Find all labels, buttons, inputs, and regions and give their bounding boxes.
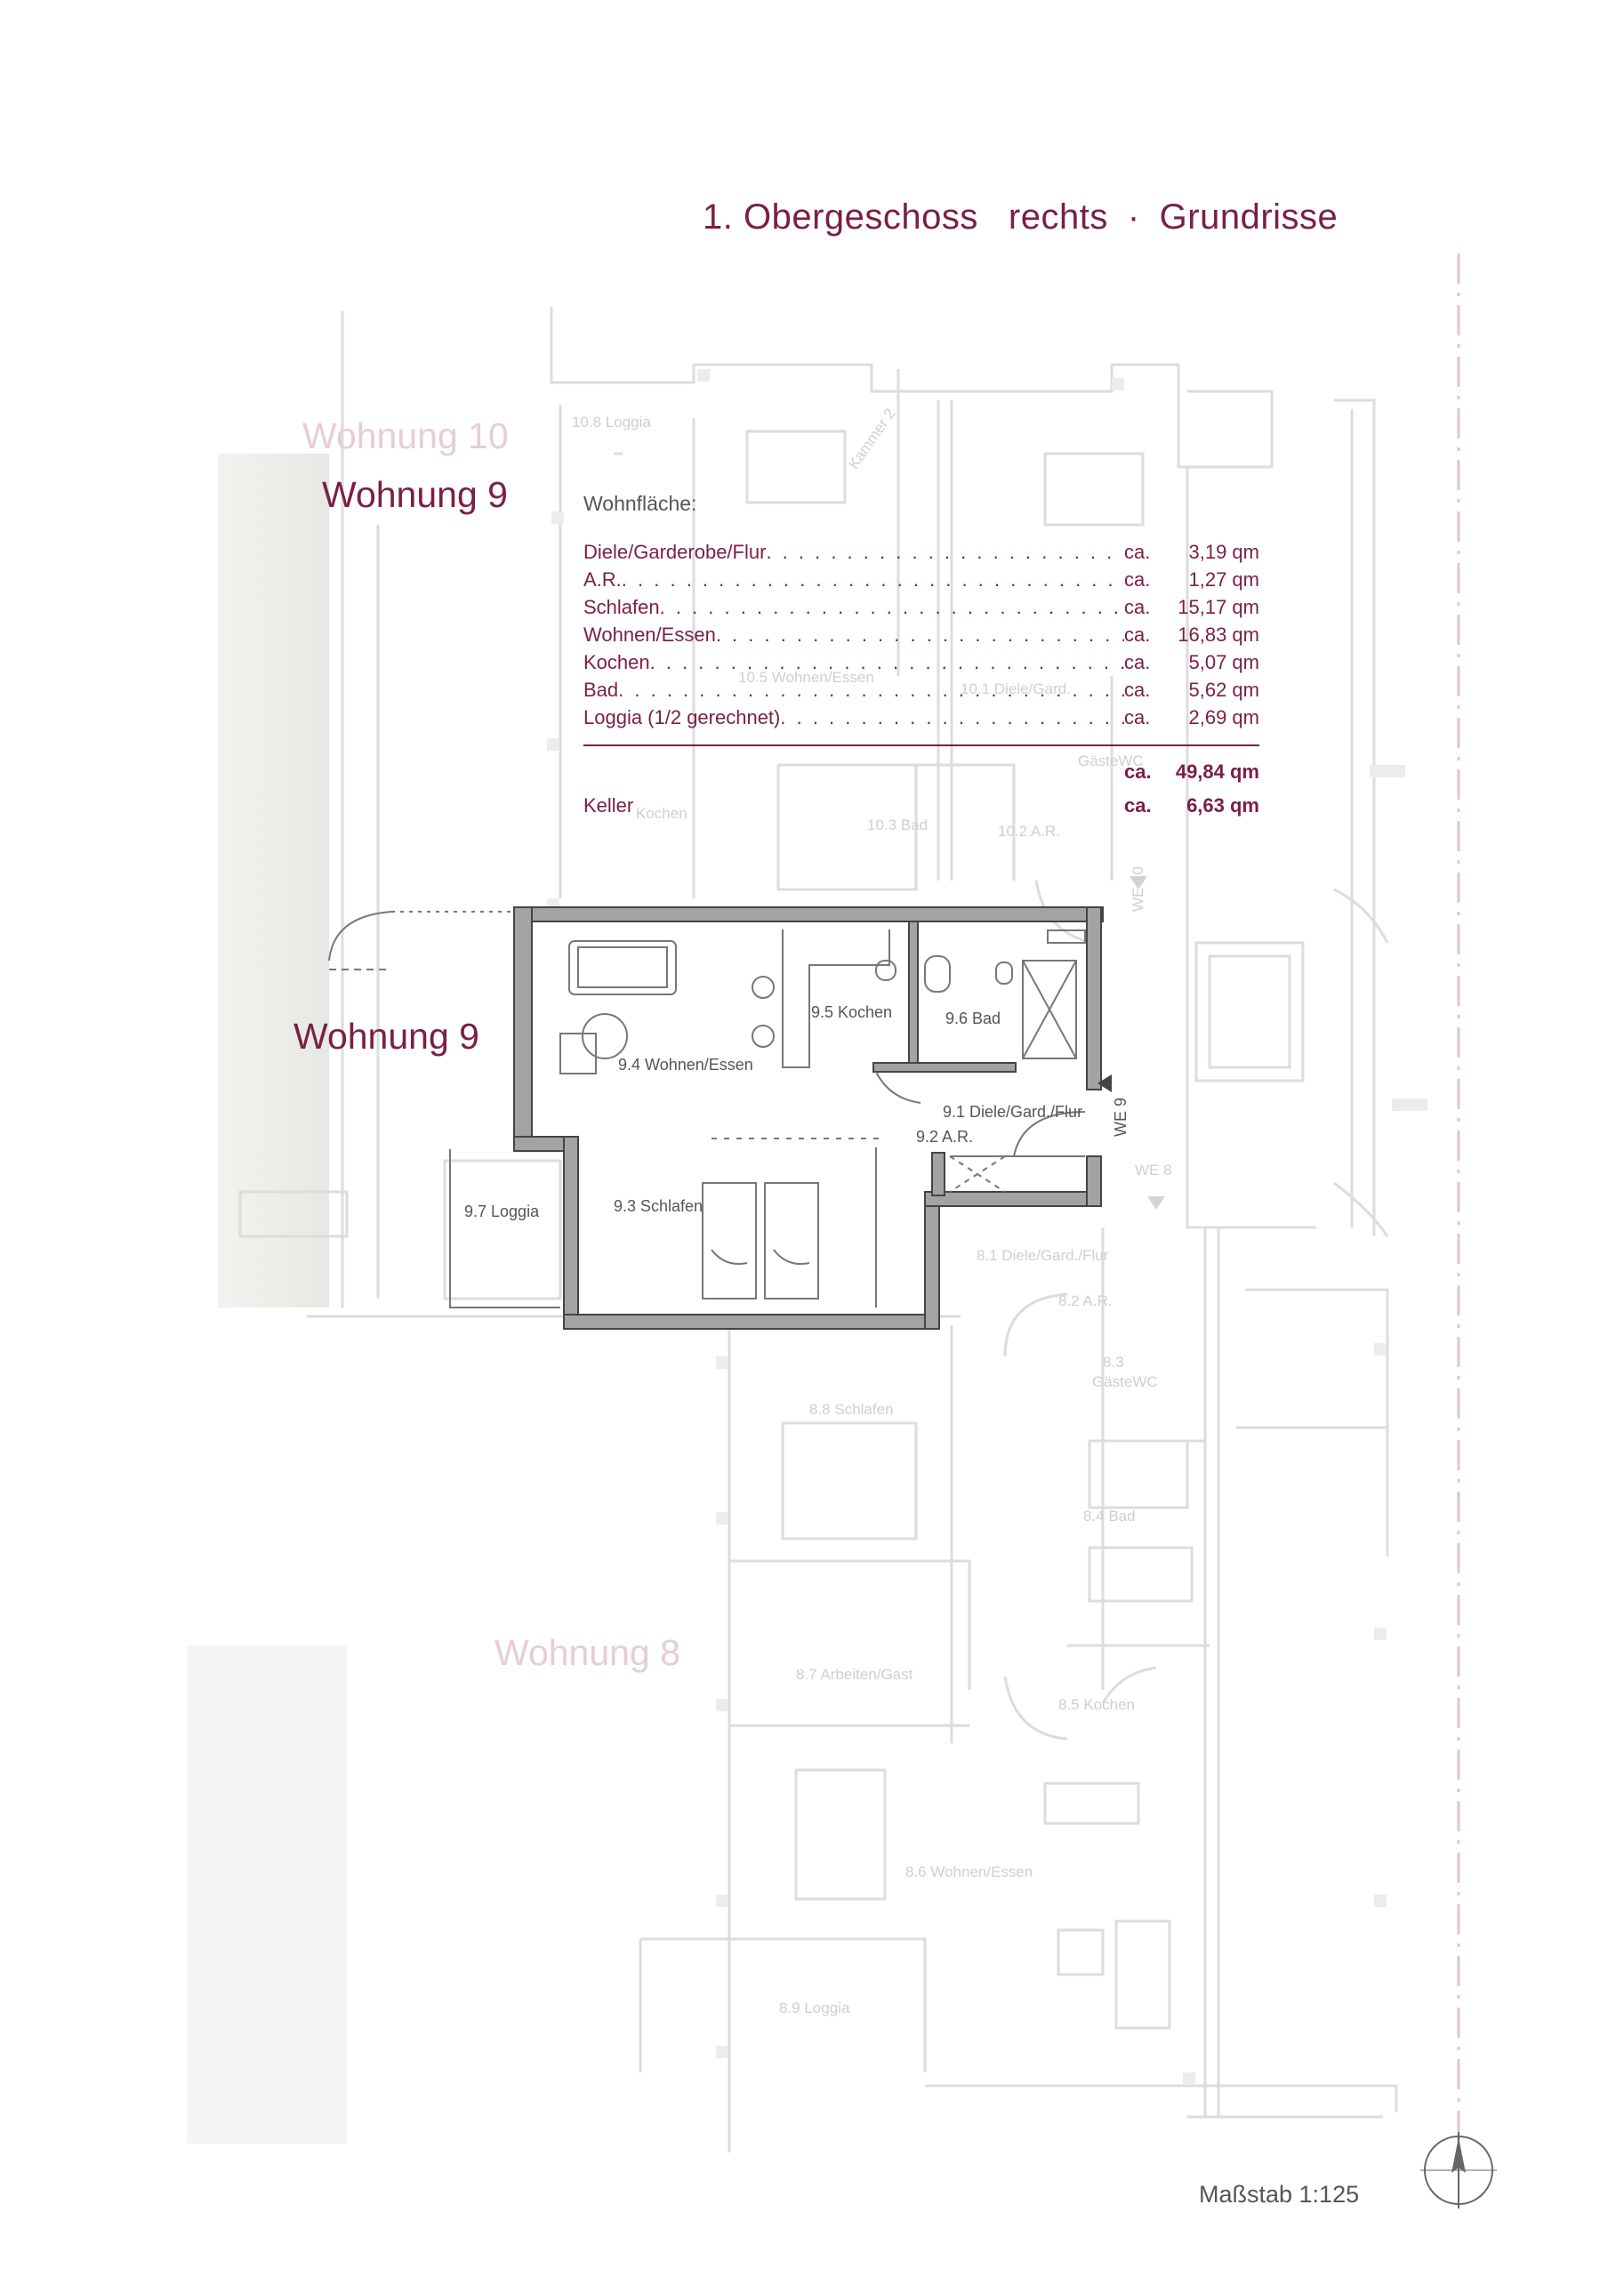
area-row-name: Bad xyxy=(583,679,619,701)
area-total-row: ca. 49,84 qm xyxy=(583,760,1259,793)
area-total-ca: ca. xyxy=(1124,760,1152,783)
area-heading: Wohnfläche: xyxy=(583,492,697,515)
area-row-value: 3,19 qm xyxy=(1188,541,1260,563)
title-kind: Grundrisse xyxy=(1159,197,1339,237)
entrance-label-we9: WE 9 xyxy=(1112,1097,1130,1137)
ghost-walls xyxy=(238,253,1460,2170)
room-label-w8-bad: 8.4 Bad xyxy=(1083,1508,1136,1525)
area-row-dots: . . . . . . . . . . . . . . . . . . . . … xyxy=(780,706,1124,728)
area-row-value: 15,17 qm xyxy=(1178,596,1259,618)
area-row: Schlafen . . . . . . . . . . . . . . . .… xyxy=(583,596,1259,624)
area-row-value: 1,27 qm xyxy=(1188,568,1260,591)
room-label-w8-wohnen: 8.6 Wohnen/Essen xyxy=(905,1863,1033,1880)
area-keller-name: Keller xyxy=(583,794,634,817)
area-row: Bad . . . . . . . . . . . . . . . . . . … xyxy=(583,679,1259,706)
apartment-9-plan-label: Wohnung 9 xyxy=(293,1016,479,1057)
room-label-w10-bad: 10.3 Bad xyxy=(867,817,929,833)
area-row-dots: . . . . . . . . . . . . . . . . . . . . … xyxy=(659,596,1124,618)
area-row-name: A.R. xyxy=(583,568,622,591)
area-row-dots: . . . . . . . . . . . . . . . . . . . . … xyxy=(618,679,1124,701)
area-keller-value: 6,63 qm xyxy=(1186,794,1259,817)
room-label-kochen: 9.5 Kochen xyxy=(811,1003,893,1021)
title-floor: 1. Obergeschoss xyxy=(703,197,978,237)
entrance-label-we10: WE 10 xyxy=(1130,865,1146,912)
room-label-w10-ar: 10.2 A.R. xyxy=(998,823,1060,840)
ghost-columns xyxy=(547,369,1427,2085)
apartment-10-label: Wohnung 10 xyxy=(302,415,509,456)
area-keller-row: Keller ca. 6,63 qm xyxy=(583,794,1259,825)
we10-marker xyxy=(1130,876,1147,889)
room-label-w8-schlafen: 8.8 Schlafen xyxy=(809,1401,894,1418)
north-arrow-icon xyxy=(1420,2132,1497,2209)
room-label-w8-kochen: 8.5 Kochen xyxy=(1058,1696,1136,1713)
area-total-value: 49,84 qm xyxy=(1175,760,1259,783)
area-row-value: 2,69 qm xyxy=(1188,706,1260,728)
area-row-ca: ca. xyxy=(1124,596,1151,618)
unit-9-walls xyxy=(513,906,1104,1330)
room-label-w8-ar: 8.2 A.R. xyxy=(1058,1292,1113,1309)
room-label-w8-gaeste-number: 8.3 xyxy=(1103,1354,1124,1371)
area-row-ca: ca. xyxy=(1124,679,1151,701)
room-label-w10-loggia: 10.8 Loggia xyxy=(572,414,651,430)
garden-area xyxy=(187,1645,347,2144)
unit-9-furniture xyxy=(328,911,1086,1308)
area-row-value: 5,62 qm xyxy=(1188,679,1260,701)
room-label-w8-loggia: 8.9 Loggia xyxy=(779,1999,850,2016)
area-row: Kochen . . . . . . . . . . . . . . . . .… xyxy=(583,651,1259,679)
area-row-ca: ca. xyxy=(1124,651,1151,673)
room-label-diele: 9.1 Diele/Gard./Flur xyxy=(943,1103,1083,1121)
area-row: A.R. . . . . . . . . . . . . . . . . . .… xyxy=(583,568,1259,596)
area-row-ca: ca. xyxy=(1124,541,1151,563)
entrance-label-we8: WE 8 xyxy=(1135,1162,1172,1179)
room-label-w8-diele: 8.1 Diele/Gard./Flur xyxy=(977,1247,1109,1264)
area-row: Diele/Garderobe/Flur . . . . . . . . . .… xyxy=(583,541,1259,568)
title-separator: · xyxy=(1127,197,1140,237)
room-label-w8-gaeste: GästeWC xyxy=(1092,1373,1158,1390)
area-row: Loggia (1/2 gerechnet) . . . . . . . . .… xyxy=(583,706,1259,734)
area-row-dots: . . . . . . . . . . . . . . . . . . . . … xyxy=(621,568,1124,591)
area-row-dots: . . . . . . . . . . . . . . . . . . . . … xyxy=(649,651,1124,673)
room-label-schlafen: 9.3 Schlafen xyxy=(614,1197,703,1215)
room-label-ar: 9.2 A.R. xyxy=(916,1128,974,1146)
room-label-w10-kochen: Kochen xyxy=(636,805,687,822)
area-row-ca: ca. xyxy=(1124,706,1151,728)
area-row-ca: ca. xyxy=(1124,568,1151,591)
scale-label: Maßstab 1:125 xyxy=(1199,2181,1360,2208)
apartment-9-header-label: Wohnung 9 xyxy=(322,474,508,515)
room-label-w10-gaeste: GästeWC xyxy=(1078,752,1144,769)
room-label-w10-wohnen: 10.5 Wohnen/Essen xyxy=(738,669,874,686)
area-keller-ca: ca. xyxy=(1124,794,1152,817)
title-side: rechts xyxy=(1008,197,1108,237)
area-row-name: Loggia (1/2 gerechnet) xyxy=(583,706,781,728)
area-total-rule xyxy=(583,744,1259,746)
room-label-bad: 9.6 Bad xyxy=(945,1010,1001,1027)
area-row-ca: ca. xyxy=(1124,624,1151,646)
page-title: 1. Obergeschoss rechts · Grundrisse xyxy=(703,197,1396,237)
entrance-marker xyxy=(1097,1074,1112,1092)
apartment-8-label: Wohnung 8 xyxy=(494,1632,680,1673)
area-row-dots: . . . . . . . . . . . . . . . . . . . . … xyxy=(766,541,1124,563)
area-table: Wohnfläche: Diele/Garderobe/Flur . . . .… xyxy=(583,492,1259,825)
terrace-area xyxy=(218,454,329,1307)
area-row-name: Schlafen xyxy=(583,596,660,618)
we8-marker xyxy=(1147,1196,1165,1210)
area-row-name: Wohnen/Essen xyxy=(583,624,716,646)
area-row-value: 16,83 qm xyxy=(1178,624,1259,646)
room-label-wohnen: 9.4 Wohnen/Essen xyxy=(618,1056,753,1074)
room-label-loggia: 9.7 Loggia xyxy=(464,1203,540,1220)
area-row-dots: . . . . . . . . . . . . . . . . . . . . … xyxy=(715,624,1124,646)
room-label-w8-arbeiten: 8.7 Arbeiten/Gast xyxy=(796,1666,913,1683)
area-row-name: Kochen xyxy=(583,651,650,673)
area-row-name: Diele/Garderobe/Flur xyxy=(583,541,767,563)
area-row: Wohnen/Essen . . . . . . . . . . . . . .… xyxy=(583,624,1259,651)
room-label-w10-diele: 10.1 Diele/Gard. xyxy=(961,680,1071,697)
area-row-value: 5,07 qm xyxy=(1188,651,1260,673)
